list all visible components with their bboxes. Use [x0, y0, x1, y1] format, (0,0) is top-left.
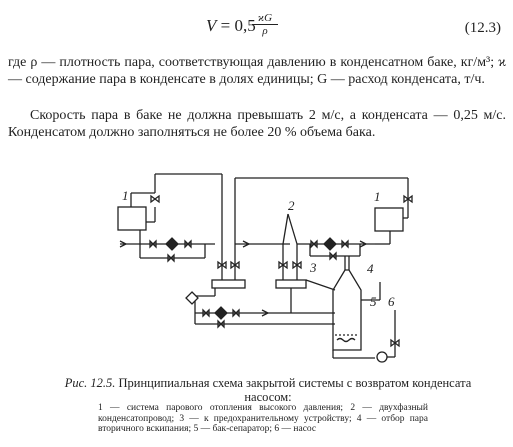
valve-icon	[202, 308, 210, 318]
valve-icon	[217, 260, 227, 270]
equation-lhs: V	[206, 16, 217, 35]
figure-legend: 1 — система парового отопления высокого …	[98, 403, 428, 434]
valve-icon	[232, 308, 240, 318]
label-1-right: 1	[374, 189, 381, 204]
valve-icon	[150, 194, 160, 204]
equation-12-3: V = 0,5 ϰG ρ (12.3)	[0, 8, 513, 52]
equation-fraction: ϰG ρ	[252, 12, 278, 37]
valve-icon	[292, 260, 302, 270]
label-2: 2	[288, 198, 295, 213]
label-5: 5	[370, 294, 377, 309]
label-3: 3	[309, 260, 317, 275]
steam-trap-icon	[165, 237, 179, 251]
distribution-header-right	[275, 279, 307, 289]
figure-caption-title: Принципиальная схема закрытой системы с …	[118, 376, 472, 404]
figure-number: Рис. 12.5.	[64, 376, 116, 390]
figure-caption: Рис. 12.5. Принципиальная схема закрытой…	[58, 376, 478, 404]
label-4: 4	[367, 261, 374, 276]
paragraph-definitions: где ρ — плотность пара, соответствующая …	[8, 55, 506, 87]
bypass-valve-icon	[167, 253, 175, 263]
figure-12-5-schematic: 1 1 2 3 4 5 6	[117, 173, 413, 363]
steam-trap-icon	[214, 306, 228, 320]
valve-icon	[403, 194, 413, 204]
heating-system-left	[117, 206, 147, 231]
valve-icon	[278, 260, 288, 270]
label-6: 6	[388, 294, 395, 309]
equation-coefficient: = 0,5	[220, 16, 256, 35]
paragraph-velocity: Скорость пара в баке не должна превышать…	[8, 108, 506, 140]
equation-denominator: ρ	[262, 25, 268, 37]
bypass-valve-icon	[217, 319, 225, 329]
valve-icon	[184, 239, 192, 249]
valve-icon	[390, 338, 400, 348]
valve-icon	[341, 239, 349, 249]
valve-icon	[310, 239, 318, 249]
equation-numerator: ϰG	[252, 12, 278, 25]
valve-icon	[149, 239, 157, 249]
distribution-header-left	[211, 279, 246, 289]
separator-tank	[332, 269, 362, 351]
equation-number: (12.3)	[464, 20, 501, 36]
pump-icon	[376, 351, 388, 363]
bypass-valve-icon	[329, 251, 337, 261]
label-1-left: 1	[122, 188, 129, 203]
valve-icon	[230, 260, 240, 270]
heating-system-right	[374, 207, 404, 232]
steam-trap-icon	[323, 237, 337, 251]
